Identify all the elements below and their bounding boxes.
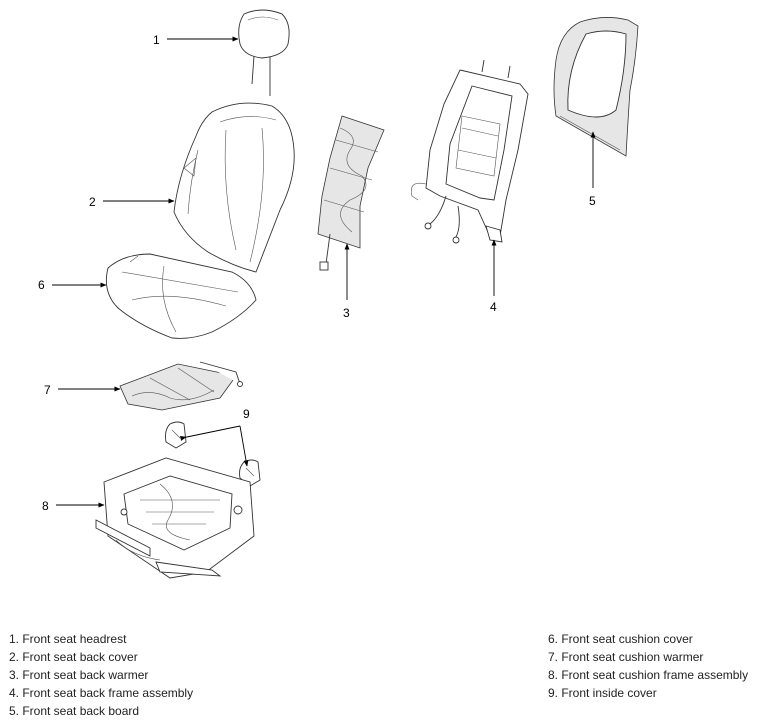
callout-9: 9 bbox=[243, 407, 250, 421]
callout-4: 4 bbox=[490, 300, 497, 314]
seat-cushion-frame-part bbox=[95, 457, 255, 579]
seat-cushion-warmer-part bbox=[119, 361, 243, 411]
legend-item: 4. Front seat back frame assembly bbox=[9, 686, 194, 700]
callout-8: 8 bbox=[42, 499, 49, 513]
callout-1: 1 bbox=[153, 33, 160, 47]
seat-back-cover-part bbox=[173, 102, 295, 273]
headrest-part bbox=[238, 9, 290, 96]
seat-exploded-diagram: 1 2 3 4 5 6 7 8 9 bbox=[38, 9, 639, 579]
legend-left: 1. Front seat headrest 2. Front seat bac… bbox=[9, 630, 193, 720]
legend-item: 5. Front seat back board bbox=[9, 704, 140, 718]
seat-back-board-part bbox=[553, 17, 639, 157]
legend-item: 6. Front seat cushion cover bbox=[548, 632, 693, 646]
legend-item: 7. Front seat cushion warmer bbox=[548, 650, 704, 664]
legend-item: 1. Front seat headrest bbox=[9, 632, 127, 646]
callout-5: 5 bbox=[589, 194, 596, 208]
seat-back-frame-part bbox=[411, 59, 529, 244]
legend-item: 3. Front seat back warmer bbox=[9, 668, 149, 682]
callout-2: 2 bbox=[89, 195, 96, 209]
legend-item: 2. Front seat back cover bbox=[9, 650, 138, 664]
seat-cushion-cover-part bbox=[105, 253, 257, 339]
seat-back-warmer-part bbox=[317, 115, 385, 271]
legend-item: 9. Front inside cover bbox=[548, 686, 657, 700]
callout-7: 7 bbox=[44, 383, 51, 397]
legend-item: 8. Front seat cushion frame assembly bbox=[548, 668, 749, 682]
callout-3: 3 bbox=[343, 306, 350, 320]
callout-6: 6 bbox=[38, 278, 45, 292]
legend-right: 6. Front seat cushion cover 7. Front sea… bbox=[548, 630, 748, 702]
